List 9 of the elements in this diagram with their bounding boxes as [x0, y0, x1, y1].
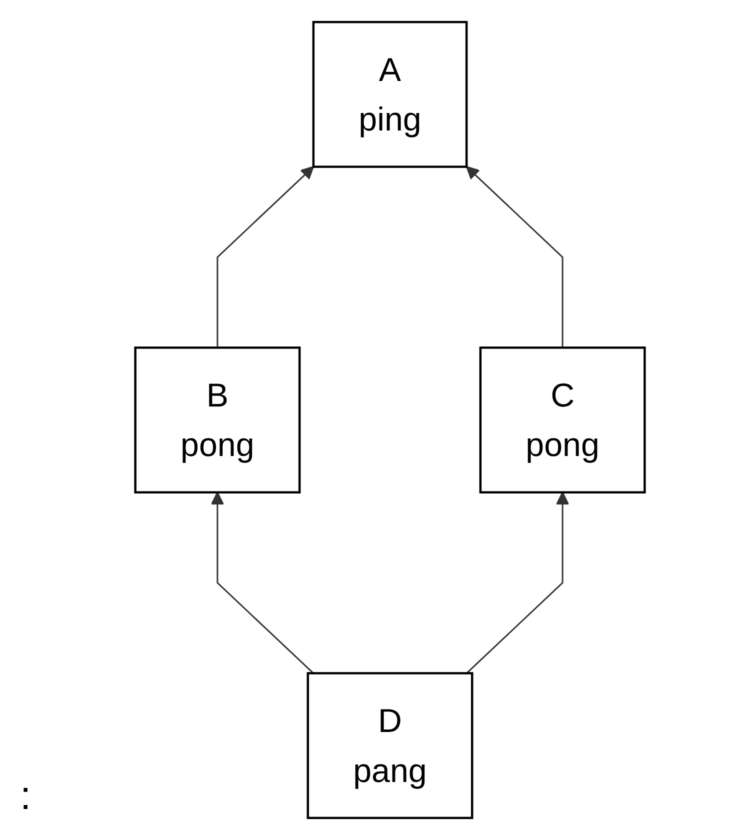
arrow [210, 492, 314, 674]
arrow [466, 166, 564, 348]
node-box: B pong [134, 346, 301, 494]
node-box: A ping [312, 20, 468, 168]
node-box: D pang [306, 672, 474, 820]
note-text: : [20, 774, 32, 818]
arrow [466, 492, 570, 674]
arrow [216, 166, 314, 348]
node-box: C pong [479, 346, 646, 494]
